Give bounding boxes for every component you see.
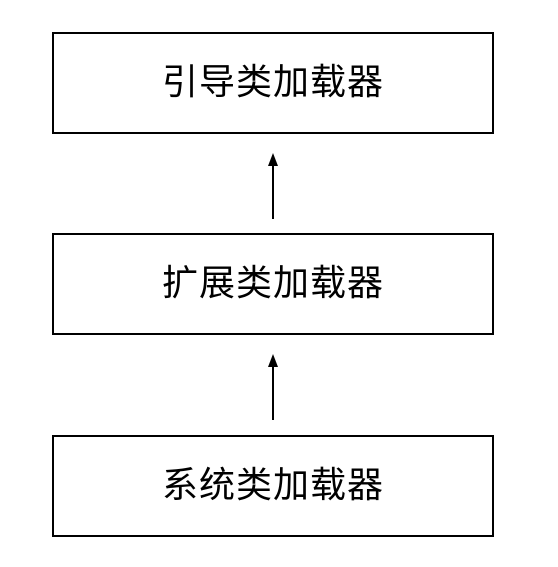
edge-extension-to-bootstrap [268, 153, 278, 219]
node-label: 系统类加载器 [161, 465, 384, 506]
node-system-class-loader: 系统类加载器 [52, 435, 494, 537]
arrow-head-icon [268, 354, 278, 367]
node-label: 扩展类加载器 [161, 263, 384, 304]
edge-system-to-extension [268, 354, 278, 420]
arrow-head-icon [268, 153, 278, 166]
node-extension-class-loader: 扩展类加载器 [52, 233, 494, 335]
node-label: 引导类加载器 [161, 62, 384, 103]
node-bootstrap-class-loader: 引导类加载器 [52, 32, 494, 134]
